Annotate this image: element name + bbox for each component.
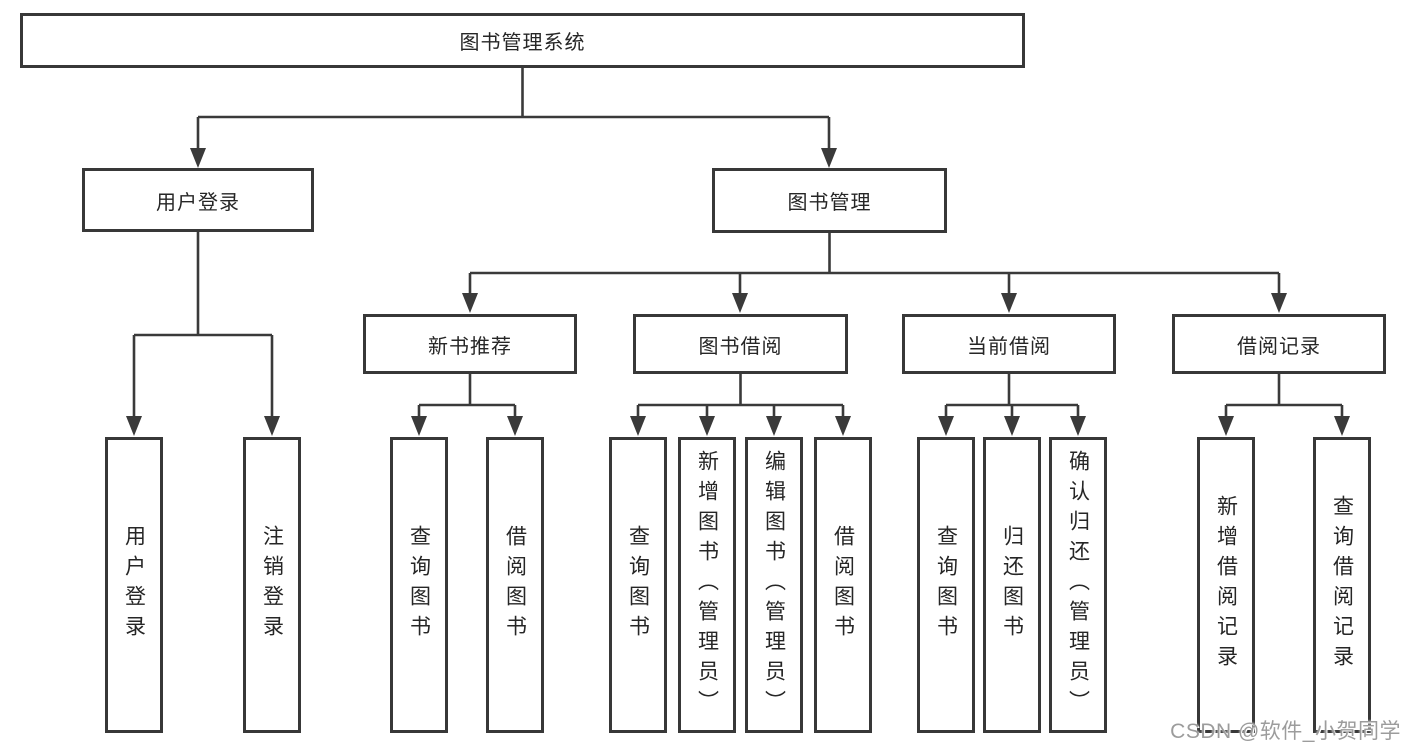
leaf-borrow-query-books-label: 查询图书 xyxy=(626,525,650,645)
leaf-borrow-books-label: 借阅图书 xyxy=(831,525,855,645)
node-root-label: 图书管理系统 xyxy=(459,32,586,54)
node-book-management-label: 图书管理 xyxy=(787,192,872,214)
leaf-query-borrow-record-label: 查询借阅记录 xyxy=(1330,495,1354,675)
leaf-add-borrow-record: 新增借阅记录 xyxy=(1197,437,1255,733)
leaf-user-login: 用户登录 xyxy=(105,437,163,733)
leaf-edit-books-admin: 编辑图书（管理员） xyxy=(745,437,803,733)
node-current-borrow-label: 当前借阅 xyxy=(967,335,1051,358)
node-root: 图书管理系统 xyxy=(20,13,1025,68)
leaf-add-books-admin-label: 新增图书（管理员） xyxy=(695,450,719,720)
leaf-add-books-admin: 新增图书（管理员） xyxy=(678,437,736,733)
watermark: CSDN @软件_小贺同学 xyxy=(1170,720,1401,743)
leaf-recommend-query-books-label: 查询图书 xyxy=(407,525,431,645)
node-user-login-label: 用户登录 xyxy=(156,191,240,214)
node-borrow-records-label: 借阅记录 xyxy=(1237,335,1321,358)
node-book-management: 图书管理 xyxy=(712,168,947,233)
leaf-add-borrow-record-label: 新增借阅记录 xyxy=(1214,495,1238,675)
leaf-confirm-return-admin-label: 确认归还（管理员） xyxy=(1066,450,1090,720)
node-book-borrow-label: 图书借阅 xyxy=(698,335,783,358)
leaf-recommend-query-books: 查询图书 xyxy=(390,437,448,733)
leaf-recommend-borrow-books-label: 借阅图书 xyxy=(503,525,527,645)
node-current-borrow: 当前借阅 xyxy=(902,314,1116,374)
leaf-borrow-books: 借阅图书 xyxy=(814,437,872,733)
leaf-confirm-return-admin: 确认归还（管理员） xyxy=(1049,437,1107,733)
leaf-recommend-borrow-books: 借阅图书 xyxy=(486,437,544,733)
leaf-current-query-books: 查询图书 xyxy=(917,437,975,733)
node-book-borrow: 图书借阅 xyxy=(633,314,848,374)
leaf-current-query-books-label: 查询图书 xyxy=(934,525,958,645)
leaf-return-books: 归还图书 xyxy=(983,437,1041,733)
leaf-edit-books-admin-label: 编辑图书（管理员） xyxy=(762,450,786,720)
leaf-query-borrow-record: 查询借阅记录 xyxy=(1313,437,1371,733)
node-new-book-recommend-label: 新书推荐 xyxy=(428,335,512,358)
leaf-logout: 注销登录 xyxy=(243,437,301,733)
node-user-login: 用户登录 xyxy=(82,168,314,232)
node-borrow-records: 借阅记录 xyxy=(1172,314,1386,374)
leaf-logout-label: 注销登录 xyxy=(260,525,284,645)
leaf-borrow-query-books: 查询图书 xyxy=(609,437,667,733)
node-new-book-recommend: 新书推荐 xyxy=(363,314,577,374)
leaf-return-books-label: 归还图书 xyxy=(1000,525,1024,645)
leaf-user-login-label: 用户登录 xyxy=(122,525,146,645)
